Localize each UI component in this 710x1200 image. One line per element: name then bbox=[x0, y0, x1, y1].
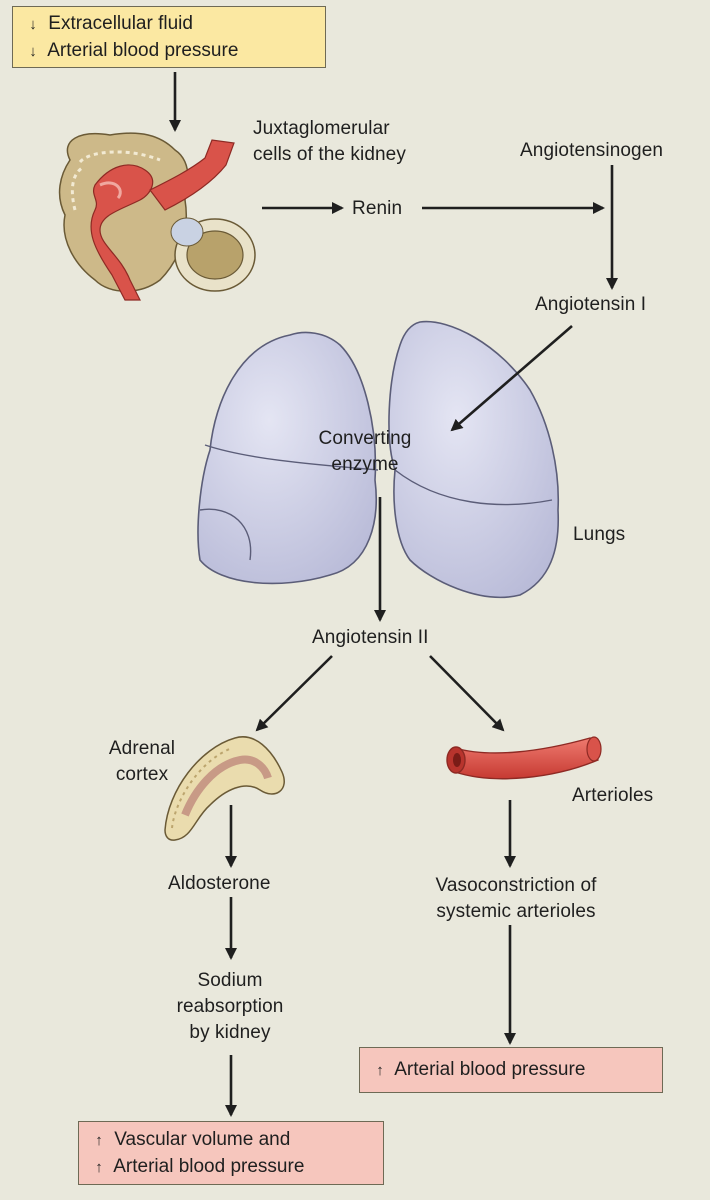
converting-enzyme-label: Converting enzyme bbox=[318, 428, 412, 475]
arterial-pressure-box: ↑ Arterial blood pressure bbox=[359, 1047, 663, 1093]
kidney-illustration bbox=[58, 132, 256, 301]
top-box-line-1: ↓ Extracellular fluid bbox=[23, 11, 315, 38]
arrow-up-icon: ↑ bbox=[95, 1132, 103, 1149]
arrow-up-icon: ↑ bbox=[376, 1062, 384, 1079]
lungs-label: Lungs bbox=[573, 524, 626, 545]
arterioles-label: Arterioles bbox=[572, 785, 654, 806]
top-condition-box: ↓ Extracellular fluid ↓ Arterial blood p… bbox=[12, 6, 326, 68]
angiotensin-2-label: Angiotensin II bbox=[312, 627, 429, 648]
arrow-down-icon: ↓ bbox=[29, 16, 37, 33]
angiotensinogen-label: Angiotensinogen bbox=[520, 140, 664, 161]
arrow-up-icon: ↑ bbox=[95, 1159, 103, 1176]
arrow-angiotensin2-to-arterioles bbox=[429, 655, 505, 732]
top-box-line-2: ↓ Arterial blood pressure bbox=[23, 38, 315, 65]
aldosterone-label: Aldosterone bbox=[168, 873, 271, 894]
vasoconstriction-label: Vasoconstriction of systemic arterioles bbox=[435, 875, 597, 922]
adrenal-cortex-illustration bbox=[164, 736, 285, 841]
juxtaglomerular-label: Juxtaglomerular cells of the kidney bbox=[253, 118, 406, 165]
sodium-reabsorption-label: Sodium reabsorption by kidney bbox=[176, 970, 284, 1043]
arrow-angiotensin1-to-enzyme bbox=[450, 325, 573, 432]
vascular-volume-box: ↑ Vascular volume and ↑ Arterial blood p… bbox=[78, 1121, 384, 1185]
angiotensin-1-label: Angiotensin I bbox=[535, 294, 647, 315]
arrow-angiotensin2-to-adrenal bbox=[255, 655, 333, 732]
renin-label: Renin bbox=[352, 198, 403, 219]
lungs-illustration bbox=[197, 320, 560, 599]
arteriole-illustration bbox=[446, 736, 602, 780]
arrow-down-icon: ↓ bbox=[29, 43, 37, 60]
bottom-box-line-2: ↑ Arterial blood pressure bbox=[89, 1154, 373, 1181]
flow-arrows bbox=[169, 72, 618, 1117]
adrenal-cortex-label: Adrenal cortex bbox=[108, 738, 176, 785]
bottom-box-line-1: ↑ Vascular volume and bbox=[89, 1127, 373, 1154]
